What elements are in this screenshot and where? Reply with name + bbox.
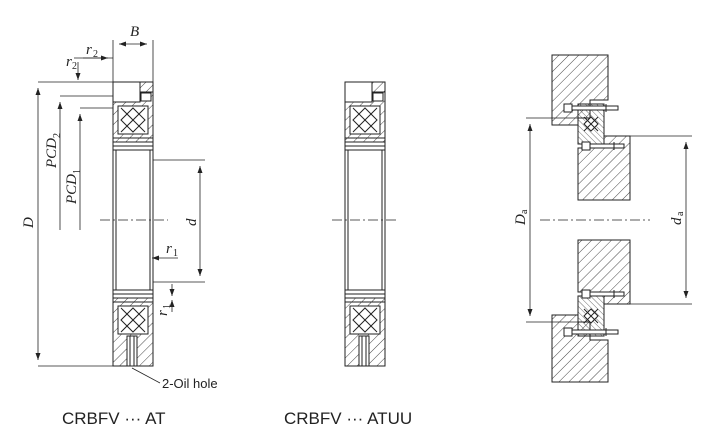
- label-da-sub: a: [675, 211, 686, 216]
- label-PCD1: PCD: [64, 174, 80, 205]
- left-bore-body: [112, 142, 154, 298]
- middle-bearing-view: [332, 81, 398, 367]
- caption-middle-model: CRBFV ··· ATUU: [284, 409, 412, 428]
- label-r1-vertical-sub: 1: [162, 304, 173, 309]
- label-r1-horizontal-sub: 1: [173, 248, 178, 259]
- mounting-view: [540, 54, 650, 383]
- left-bearing-view: [100, 81, 168, 367]
- label-PCD2: PCD: [44, 138, 60, 169]
- middle-bottom-section: [344, 297, 386, 367]
- label-r2-vertical: r: [66, 54, 72, 70]
- mounting-dimensions: [526, 117, 692, 323]
- left-top-section: [112, 81, 154, 143]
- oil-hole-note: 2-Oil hole: [162, 376, 218, 391]
- label-d: d: [184, 218, 200, 226]
- mounting-labels: D a d a: [513, 209, 686, 226]
- mounted-bearing-upper: [577, 103, 605, 145]
- label-B: B: [130, 24, 139, 40]
- label-Da-sub: a: [519, 209, 530, 214]
- label-D: D: [21, 217, 37, 229]
- label-PCD1-sub: 1: [72, 169, 83, 174]
- label-r2-vertical-sub: 2: [72, 61, 77, 72]
- label-r2-horizontal: r: [86, 42, 92, 58]
- label-PCD2-sub: 2: [52, 133, 63, 138]
- label-Da: D: [513, 214, 529, 226]
- label-da: d: [669, 217, 685, 225]
- left-dimensions: [35, 40, 205, 384]
- label-r2-horizontal-sub: 2: [93, 49, 98, 60]
- label-r1-vertical: r: [155, 310, 171, 316]
- mounting-bolts: [563, 103, 625, 337]
- caption-left-model: CRBFV ··· AT: [62, 409, 166, 428]
- left-labels: B r 2 r 2 D PCD 2 PCD 1 d r 1 r 1 2-Oil …: [21, 24, 218, 391]
- label-r1-horizontal: r: [166, 241, 172, 257]
- middle-top-section: [344, 81, 386, 143]
- left-bottom-section: [112, 297, 154, 367]
